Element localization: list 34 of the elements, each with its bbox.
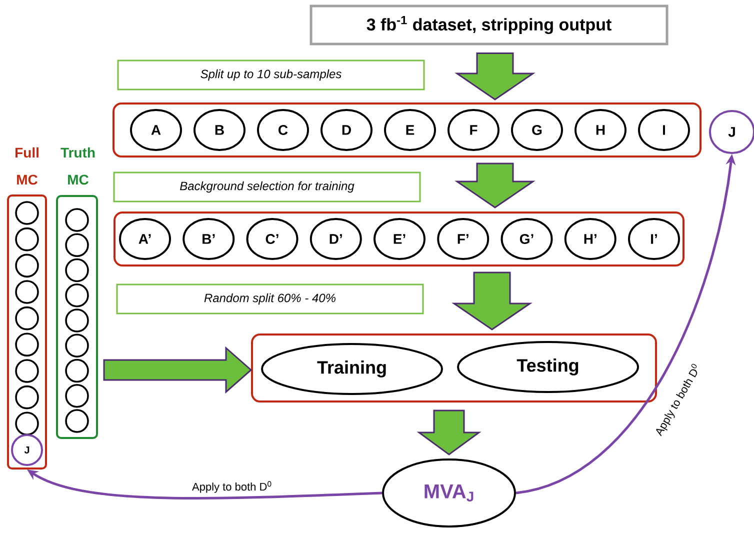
mc-circle [65,233,89,257]
mc-circle [15,385,39,410]
mc-circle [15,201,39,225]
block-arrow [452,272,532,330]
node-label: Truth MC [60,147,95,185]
mc-column-box: Truth MC [56,147,98,439]
mc-circle [15,306,39,330]
mc-circle [65,409,89,433]
block-arrow [454,162,536,208]
edge-label: Apply to both D$^{0}$ [192,481,272,493]
mc-circle [15,412,39,436]
mc-circle [65,334,89,358]
mc-circle [15,332,39,357]
mc-circle [65,283,89,308]
mc-circle [65,258,89,282]
title-box: 3 fb$^{-1}$ dataset, stripping output [310,4,668,46]
block-arrow [454,52,536,100]
mc-circle [65,308,89,332]
mc-circle [15,359,39,383]
mc-circle [65,208,89,232]
mc-circle [15,227,39,252]
mc-circle [15,254,39,278]
instruction-box: Background selection for training [113,172,421,202]
block-arrow [103,346,252,394]
instruction-box: Random split 60% - 40% [116,284,424,314]
mc-circle [65,384,89,408]
node-label: Full MC [16,147,38,185]
training-box [251,334,657,402]
sample-row-box [112,102,702,158]
mc-circle [65,358,89,383]
block-arrow [416,410,482,456]
sample-row-box [114,212,684,266]
instruction-box: Split up to 10 sub-samples [117,60,425,90]
mc-circle [15,280,39,304]
